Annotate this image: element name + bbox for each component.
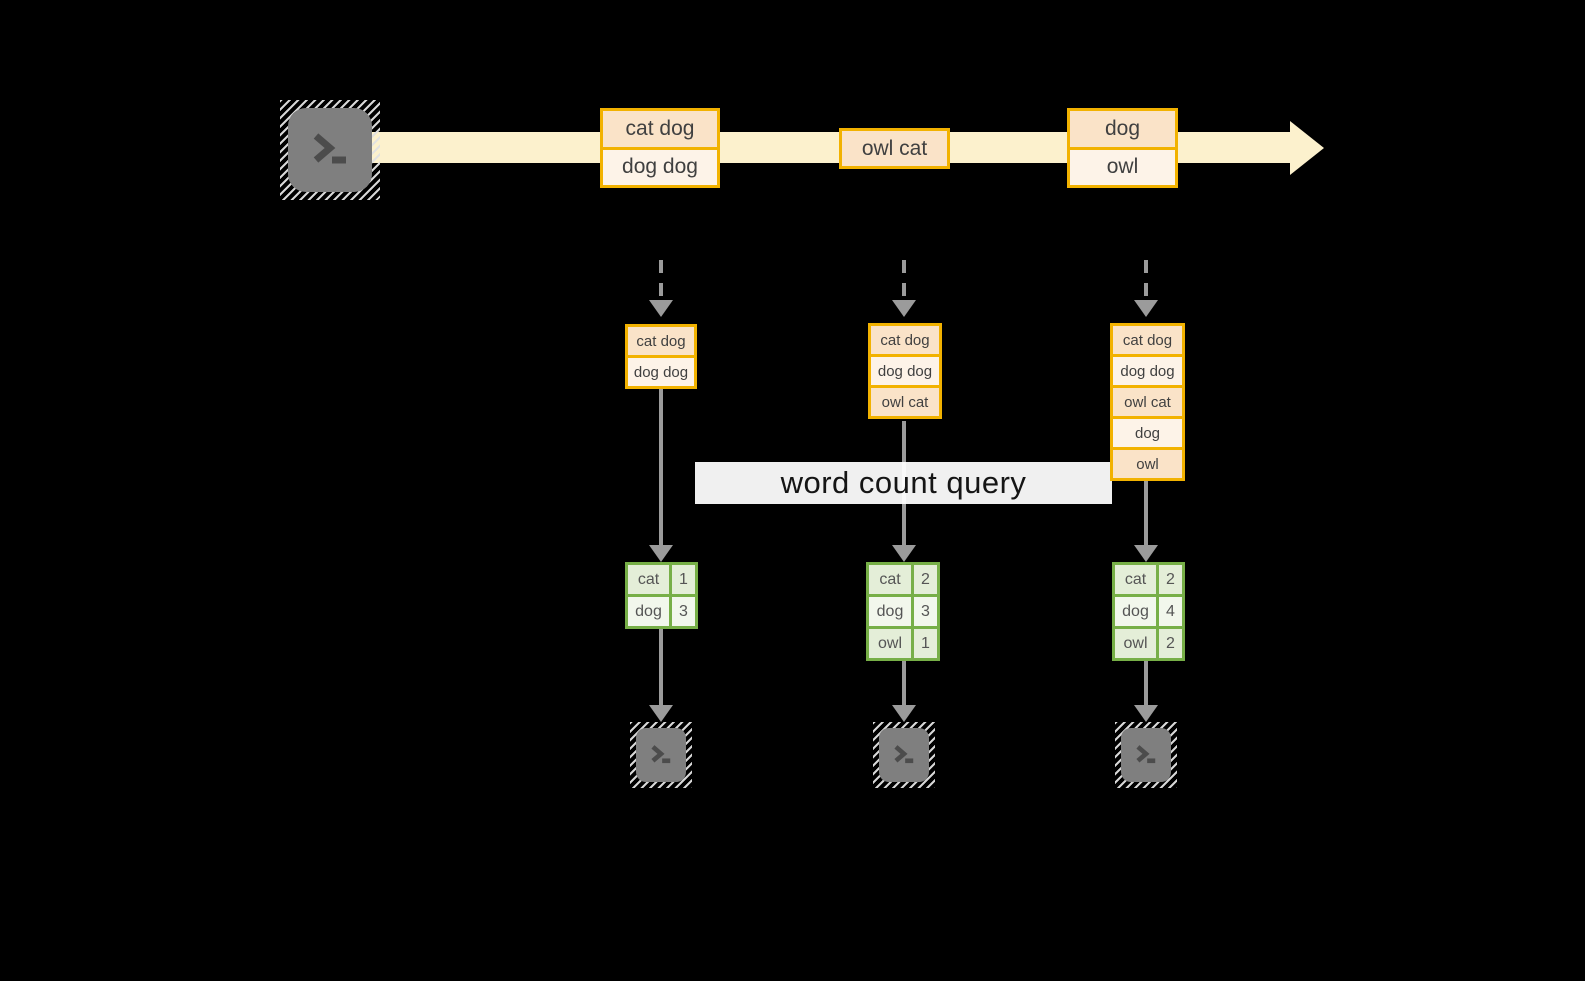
arrow-down-icon	[649, 705, 673, 722]
query-arrow-1	[659, 389, 663, 545]
query-label-box: word count query	[695, 462, 1112, 504]
count-word: owl	[1115, 629, 1156, 658]
query-label: word count query	[780, 465, 1027, 500]
batch-row: cat dog	[603, 111, 717, 147]
query-arrow-3	[1144, 479, 1148, 545]
count-value: 2	[914, 565, 937, 594]
terminal-prompt-icon	[313, 133, 346, 164]
batch-row: owl cat	[842, 131, 947, 166]
output-arrow-2	[902, 661, 906, 705]
arrow-down-icon	[1134, 705, 1158, 722]
arrow-down-icon	[1134, 300, 1158, 317]
batch-1: cat dog dog dog	[600, 108, 720, 188]
count-table-1: cat 1 dog 3	[625, 562, 698, 629]
batch-2: owl cat	[839, 128, 950, 169]
arrow-down-icon	[649, 300, 673, 317]
count-value: 4	[1159, 597, 1182, 626]
record-stack-2: cat dog dog dog owl cat	[868, 323, 942, 419]
count-value: 2	[1159, 565, 1182, 594]
emit-arrow-1	[659, 260, 663, 300]
stack-row: cat dog	[1113, 326, 1182, 354]
batch-row: owl	[1070, 149, 1175, 185]
terminal-prompt-icon	[1136, 745, 1156, 764]
stack-row: dog dog	[628, 358, 694, 386]
sink-terminal-icon-1	[630, 722, 692, 788]
terminal-screen	[288, 108, 372, 192]
terminal-screen	[879, 728, 929, 782]
count-word: cat	[1115, 565, 1156, 594]
stack-row: owl	[1113, 450, 1182, 478]
stack-row: dog	[1113, 419, 1182, 447]
terminal-screen	[636, 728, 686, 782]
terminal-prompt-icon	[651, 745, 671, 764]
emit-arrow-2	[902, 260, 906, 300]
arrow-down-icon	[892, 545, 916, 562]
stack-row: owl cat	[1113, 388, 1182, 416]
batch-3: dog owl	[1067, 108, 1178, 188]
count-word: dog	[628, 597, 669, 626]
stack-row: cat dog	[871, 326, 939, 354]
count-word: cat	[869, 565, 911, 594]
arrow-down-icon	[892, 300, 916, 317]
count-value: 3	[914, 597, 937, 626]
count-value: 2	[1159, 629, 1182, 658]
arrow-down-icon	[1134, 545, 1158, 562]
emit-arrow-3	[1144, 260, 1148, 300]
stack-row: dog dog	[871, 357, 939, 385]
source-terminal-icon	[280, 100, 380, 200]
count-word: dog	[869, 597, 911, 626]
count-table-3: cat 2 dog 4 owl 2	[1112, 562, 1185, 661]
stream-band-arrowhead-icon	[1290, 121, 1324, 175]
arrow-down-icon	[892, 705, 916, 722]
terminal-screen	[1121, 728, 1171, 782]
count-word: dog	[1115, 597, 1156, 626]
record-stack-3: cat dog dog dog owl cat dog owl	[1110, 323, 1185, 481]
sink-terminal-icon-3	[1115, 722, 1177, 788]
batch-row: dog	[1070, 111, 1175, 147]
batch-row: dog dog	[603, 149, 717, 185]
arrow-down-icon	[649, 545, 673, 562]
stack-row: owl cat	[871, 388, 939, 416]
count-value: 1	[914, 629, 937, 658]
sink-terminal-icon-2	[873, 722, 935, 788]
count-table-2: cat 2 dog 3 owl 1	[866, 562, 940, 661]
stack-row: cat dog	[628, 327, 694, 355]
count-value: 3	[672, 597, 695, 626]
output-arrow-1	[659, 629, 663, 705]
stack-row: dog dog	[1113, 357, 1182, 385]
count-value: 1	[672, 565, 695, 594]
record-stack-1: cat dog dog dog	[625, 324, 697, 389]
count-word: cat	[628, 565, 669, 594]
terminal-prompt-icon	[894, 745, 914, 764]
output-arrow-3	[1144, 661, 1148, 705]
count-word: owl	[869, 629, 911, 658]
